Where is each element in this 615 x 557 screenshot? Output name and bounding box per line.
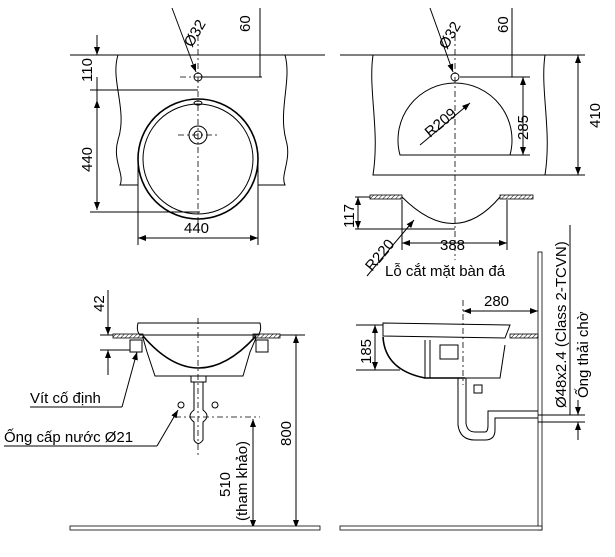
front-view: 42 Vít cố định Ống cấp nước Ø21 800 510 … [4,290,321,531]
screw-left [129,339,143,353]
side-depth-label: 185 [358,339,375,364]
side-view: 280 185 Ø48x2.4 (Class 2-TCVN) Ống thải … [339,225,592,531]
cutout-section: 117 R220 388 Lỗ cắt mặt bàn đá [341,194,534,280]
hole-to-bowl-label: 110 [79,58,96,82]
floor-line [69,525,321,531]
supply-height-label: 510 [217,472,234,497]
supply-label: Ống cấp nước Ø21 [4,428,133,446]
section-depth-label: 117 [341,204,358,228]
faucet-hole-dia-label: Ø32 [181,17,210,50]
plan-view: Ø32 60 110 440 440 [70,7,325,245]
bowl-outline [137,98,259,220]
cutout-caption: Lỗ cắt mặt bàn đá [385,263,506,280]
cutout-plan-view: 60 Ø32 R209 285 410 [340,7,604,260]
center-offset-label: 285 [515,115,532,140]
counter-height-label: 800 [278,421,295,446]
cutout-faucet-offset-label: 60 [495,16,512,33]
cutout-outline [397,82,513,156]
overall-depth-label: 410 [587,103,604,128]
screw-label: Vít cố định [30,390,101,407]
wall [537,251,543,531]
screw-right [255,339,269,353]
cutout-radius-label: R209 [422,105,460,141]
bowl-width-label: 440 [184,220,209,237]
supply-height-note: (tham khảo) [234,441,251,521]
bowl-depth-label: 440 [79,147,96,172]
drain-spec-label: Ø48x2.4 (Class 2-TCVN) [553,241,570,408]
rim-height-label: 42 [91,295,108,312]
drain-label: Ống thải chờ [574,311,592,398]
faucet-offset-label: 60 [237,15,254,32]
section-width-label: 388 [440,237,465,254]
wall-offset-label: 280 [484,293,509,310]
cutout-faucet-hole-dia-label: Ø32 [436,19,465,52]
